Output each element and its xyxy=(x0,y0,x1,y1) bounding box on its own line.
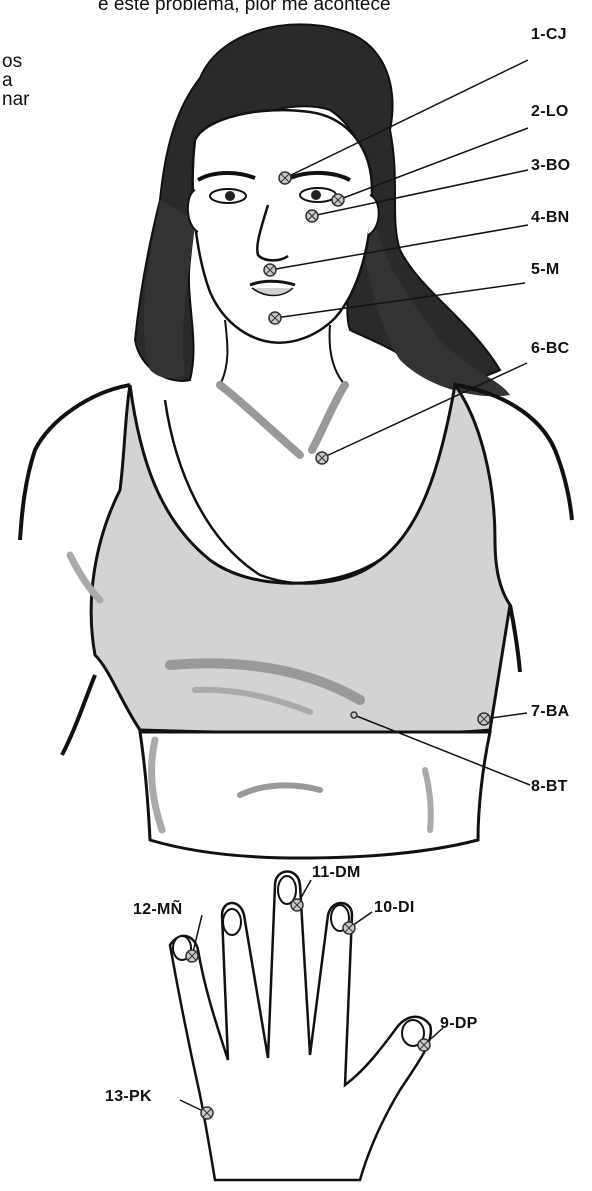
top-garment xyxy=(91,385,510,734)
point-label-4: 4-BN xyxy=(531,209,570,227)
point-label-8: 8-BT xyxy=(531,778,568,796)
point-label-11: 11-DM xyxy=(312,864,361,882)
point-label-3: 3-BO xyxy=(531,157,570,175)
point-label-13: 13-PK xyxy=(105,1088,152,1106)
torso xyxy=(140,732,490,858)
point-label-6: 6-BC xyxy=(531,340,570,358)
point-label-10: 10-DI xyxy=(374,899,415,917)
point-label-9: 9-DP xyxy=(440,1015,478,1033)
hand xyxy=(170,871,431,1180)
point-marker-8 xyxy=(351,712,357,718)
point-label-7: 7-BA xyxy=(531,703,570,721)
point-label-2: 2-LO xyxy=(531,103,569,121)
point-label-5: 5-M xyxy=(531,261,559,279)
point-label-1: 1-CJ xyxy=(531,26,567,44)
point-label-12: 12-MÑ xyxy=(133,901,183,919)
